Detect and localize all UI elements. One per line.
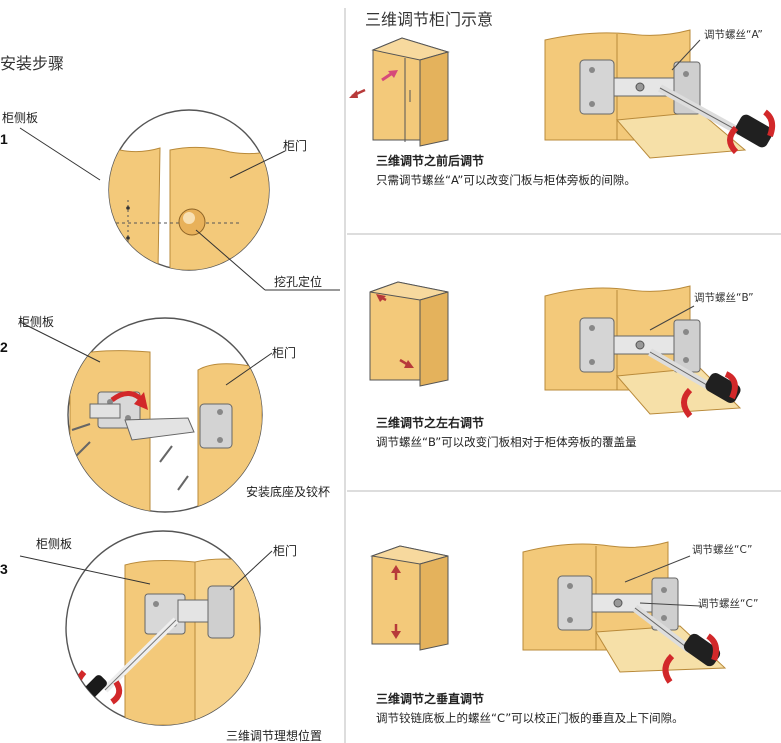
install-steps-title: 安装步骤 — [0, 54, 65, 73]
hinge-closeup-2 — [544, 285, 742, 418]
step2-number: 2 — [0, 339, 8, 355]
section3-caption-title: 三维调节之垂直调节 — [376, 692, 485, 706]
step3-circle — [19, 530, 273, 726]
step2-side-label: 柜侧板 — [18, 315, 55, 329]
hinge-closeup-3 — [522, 541, 727, 684]
step2-callout: 安装底座及铰杯 — [246, 485, 331, 499]
hinge-closeup-1 — [544, 29, 776, 159]
step1-callout: 挖孔定位 — [274, 275, 323, 289]
step2-door-label: 柜门 — [272, 346, 297, 360]
cabinet-sketch-2 — [369, 281, 449, 387]
section1-caption-text: 只需调节螺丝“A”可以改变门板与柜体旁板的间隙。 — [376, 173, 636, 187]
step3-number: 3 — [0, 561, 8, 577]
cabinet-sketch-1 — [349, 37, 450, 147]
section3-caption-text: 调节铰链底板上的螺丝“C”可以校正门板的垂直及上下间隙。 — [376, 711, 684, 725]
screw-c-label-upper: 调节螺丝“C” — [692, 544, 753, 556]
screw-a-label: 调节螺丝“A” — [704, 29, 763, 41]
step1-number: 1 — [0, 131, 8, 147]
step3-callout: 三维调节理想位置 — [226, 729, 323, 743]
adjustment-title: 三维调节柜门示意 — [365, 10, 494, 29]
step1-door-label: 柜门 — [283, 139, 308, 153]
section1-caption-title: 三维调节之前后调节 — [376, 154, 485, 168]
screw-b-label: 调节螺丝“B” — [694, 292, 754, 304]
screw-c-label-lower: 调节螺丝“C” — [698, 598, 759, 610]
step3-door-label: 柜门 — [273, 544, 298, 558]
section2-caption-text: 调节螺丝“B”可以改变门板相对于柜体旁板的覆盖量 — [376, 435, 637, 449]
cabinet-sketch-3 — [370, 545, 449, 651]
step3-side-label: 柜侧板 — [36, 537, 73, 551]
step1-circle — [19, 109, 340, 291]
step1-side-label: 柜侧板 — [2, 111, 39, 125]
step2-circle — [19, 317, 273, 513]
section2-caption-title: 三维调节之左右调节 — [376, 416, 485, 430]
